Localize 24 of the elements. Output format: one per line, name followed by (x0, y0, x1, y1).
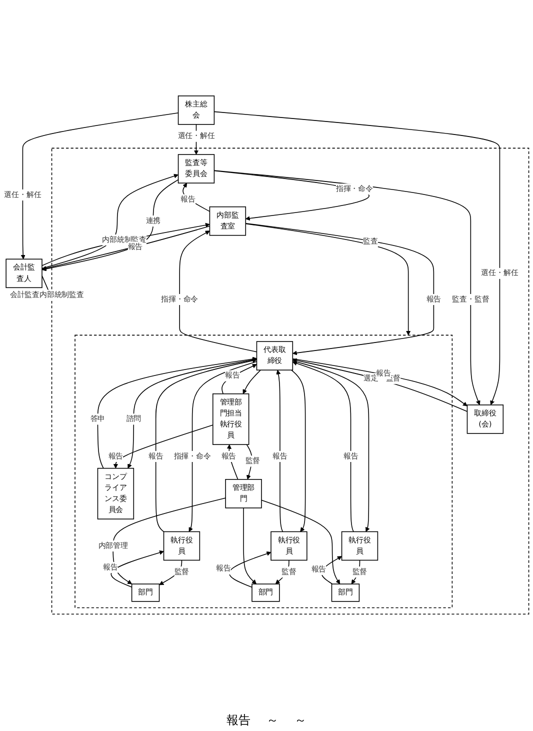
arrow (242, 370, 261, 394)
cluster (74, 334, 453, 608)
arrow (276, 370, 284, 532)
arrow (155, 358, 257, 532)
arrow (222, 364, 257, 394)
arrow (97, 356, 257, 469)
arrow (321, 556, 342, 584)
note-text: ～ (266, 712, 278, 729)
arrow (246, 444, 252, 480)
arrow (245, 222, 434, 356)
arrow (228, 551, 272, 588)
arrow (110, 550, 164, 588)
arrow (245, 223, 411, 336)
arrow (20, 112, 179, 260)
arrow (292, 360, 370, 532)
note-text: ～ (294, 712, 306, 729)
arrow (128, 358, 258, 469)
arrow (179, 230, 258, 352)
arrow (291, 370, 306, 532)
note-text: 報告 (226, 712, 250, 729)
arrow (292, 361, 354, 532)
arrow (113, 424, 214, 469)
arrow (188, 361, 258, 532)
arrow (243, 508, 257, 584)
